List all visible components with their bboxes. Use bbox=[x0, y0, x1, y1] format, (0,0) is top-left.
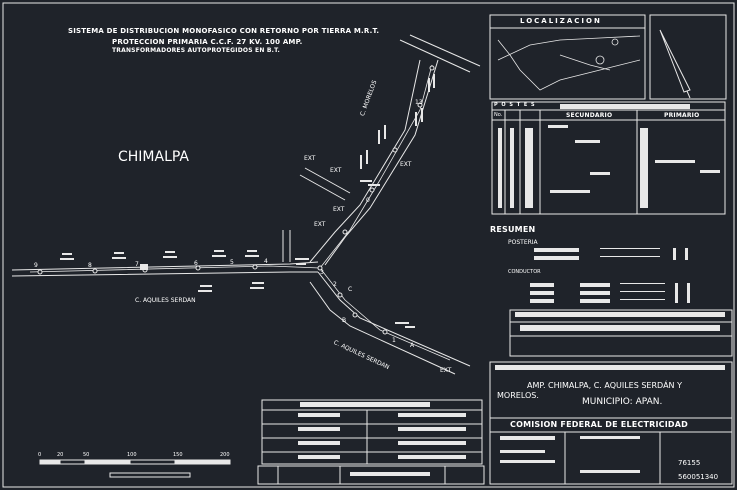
node-label: 3 bbox=[320, 269, 324, 276]
node-label: 4 bbox=[264, 258, 268, 265]
street-label-serdan: C. AQUILES SERDAN bbox=[135, 297, 196, 304]
header-transformers: TRANSFORMADORES AUTOPROTEGIDOS EN B.T. bbox=[112, 47, 280, 54]
pole bbox=[392, 147, 398, 153]
node-label: 8 bbox=[88, 262, 92, 269]
node-label: 9 bbox=[34, 262, 38, 269]
pole bbox=[369, 187, 375, 193]
power-line-morelos bbox=[319, 64, 433, 269]
municipio-label: MUNICIPIO: APAN. bbox=[582, 397, 663, 407]
ext-label: EXT bbox=[314, 221, 326, 228]
pole bbox=[352, 312, 358, 318]
power-line-diag bbox=[319, 267, 451, 361]
legend-table bbox=[261, 399, 483, 465]
postes-title: P O S T E S bbox=[494, 102, 536, 108]
node-label: 0 bbox=[366, 197, 370, 204]
localizacion-title: LOCALIZACION bbox=[520, 17, 602, 25]
node-label: C bbox=[348, 286, 353, 293]
drawing-code-1: 76155 bbox=[678, 459, 701, 467]
pole bbox=[429, 65, 435, 71]
pole bbox=[317, 265, 323, 271]
pole bbox=[417, 102, 423, 108]
north-arrow-icon bbox=[659, 29, 691, 93]
scale-tick: 0 bbox=[38, 452, 42, 458]
ext-label: EXT bbox=[400, 161, 412, 168]
ext-label: EXT bbox=[304, 155, 316, 162]
project-name-line1: AMP. CHIMALPA, C. AQUILES SERDÁN Y bbox=[527, 381, 682, 390]
scale-tick: 150 bbox=[173, 452, 183, 458]
header-title: SISTEMA DE DISTRIBUCION MONOFASICO CON R… bbox=[68, 27, 380, 35]
pole bbox=[92, 268, 98, 274]
ext-label: EXT bbox=[330, 167, 342, 174]
node-label: B bbox=[342, 317, 347, 324]
pole bbox=[37, 269, 43, 275]
posteria-label: POSTERIA bbox=[508, 239, 538, 246]
ext-label: EXT bbox=[333, 206, 345, 213]
node-label: 5 bbox=[230, 259, 234, 266]
road-ext-left-a bbox=[299, 174, 346, 201]
power-line-main bbox=[29, 265, 321, 273]
pole bbox=[342, 229, 348, 235]
road-morelos-right bbox=[324, 59, 439, 266]
postes-table bbox=[491, 101, 726, 215]
resumen-detail-table bbox=[509, 309, 733, 357]
road-top-b bbox=[409, 34, 481, 67]
bottom-strip bbox=[257, 465, 485, 485]
scale-tick: 50 bbox=[83, 452, 90, 458]
project-name-line2: MORELOS. bbox=[497, 391, 539, 400]
north-arrow-box bbox=[649, 14, 727, 100]
node-label: A bbox=[410, 342, 415, 349]
drawing-code-2: 560051340 bbox=[678, 473, 719, 481]
town-label: CHIMALPA bbox=[118, 149, 190, 165]
scale-tick: 200 bbox=[220, 452, 230, 458]
header-protection: PROTECCION PRIMARIA C.C.F. 27 KV. 100 AM… bbox=[112, 38, 303, 46]
scale-tick: 20 bbox=[57, 452, 64, 458]
company-name: COMISION FEDERAL DE ELECTRICIDAD bbox=[510, 420, 689, 429]
conductor-label: CONDUCTOR bbox=[508, 269, 541, 275]
localizacion-box bbox=[489, 14, 646, 100]
pole bbox=[252, 264, 258, 270]
pole bbox=[382, 329, 388, 335]
road-morelos-left bbox=[309, 59, 421, 263]
scale-tick: 100 bbox=[127, 452, 137, 458]
postes-col-primario: PRIMARIO bbox=[664, 112, 700, 119]
project-box bbox=[489, 361, 733, 419]
node-label: 6 bbox=[194, 260, 198, 267]
node-label: 7 bbox=[135, 261, 139, 268]
pole bbox=[195, 265, 201, 271]
signature-box bbox=[489, 431, 733, 485]
ext-label: EXT bbox=[440, 367, 452, 374]
road-serdan-top bbox=[11, 261, 319, 271]
postes-col-no: No. bbox=[494, 112, 503, 118]
node-label: 1 bbox=[392, 337, 396, 344]
postes-col-secundario: SECUNDARIO bbox=[566, 112, 613, 119]
road-serdan-diag-top bbox=[317, 271, 471, 367]
road-top-a bbox=[399, 39, 471, 73]
pole bbox=[337, 292, 343, 298]
resumen-title: RESUMEN bbox=[490, 225, 536, 234]
node-label: 2 bbox=[333, 281, 337, 288]
road-ext-left-b bbox=[304, 167, 351, 194]
road-serdan-diag-bottom bbox=[309, 281, 456, 375]
node-label: 13 bbox=[415, 99, 423, 106]
road-serdan-bottom bbox=[11, 271, 318, 277]
